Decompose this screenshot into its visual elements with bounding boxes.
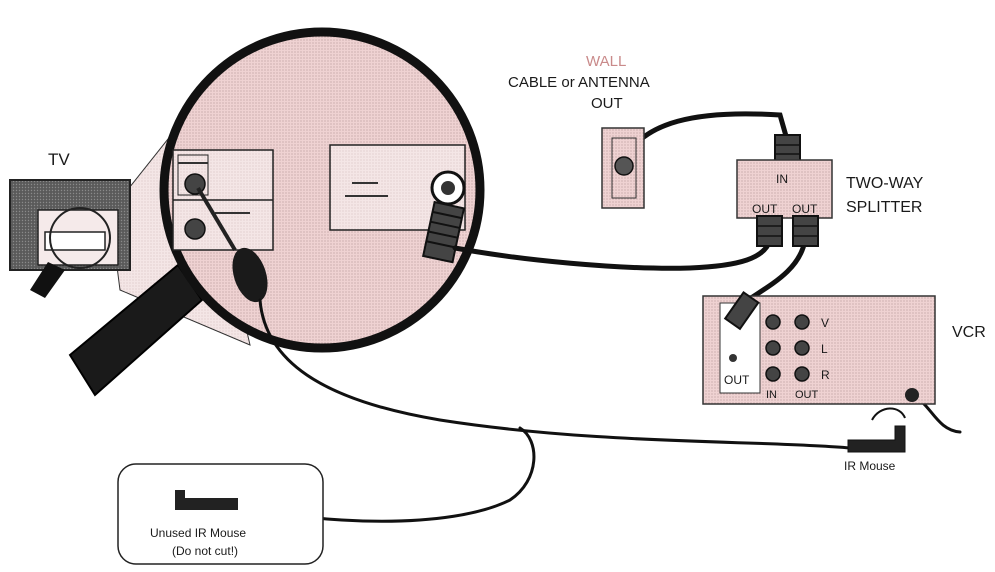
- vcr-in-label: IN: [766, 389, 777, 401]
- unused-ir-mouse-box: Unused IR Mouse (Do not cut!): [117, 463, 324, 565]
- two-way-splitter: IN OUT OUT: [736, 134, 833, 247]
- vcr-out-label: OUT: [795, 389, 819, 401]
- vcr-v-label: V: [821, 316, 829, 330]
- cable-wall-to-splitter: [619, 111, 793, 168]
- cable-antenna-label: CABLE or ANTENNA: [508, 74, 650, 91]
- ir-mouse-label: IR Mouse: [844, 459, 896, 473]
- vcr-l-label: L: [821, 342, 828, 356]
- magnified-tv-back-panel: [159, 27, 485, 353]
- two-way-label: TWO-WAY: [846, 175, 924, 192]
- tv-label: TV: [48, 150, 70, 169]
- out-label: OUT: [591, 95, 623, 112]
- vcr-label: VCR: [952, 324, 986, 341]
- cable-ir-mouse: [258, 298, 852, 450]
- splitter-label: SPLITTER: [846, 199, 922, 216]
- do-not-cut-label: (Do not cut!): [172, 544, 238, 558]
- ir-mouse: [847, 407, 906, 453]
- wall-outlet: [601, 127, 645, 209]
- splitter-out-1-label: OUT: [752, 202, 778, 216]
- vcr: V L R OUT IN OUT: [702, 290, 936, 405]
- splitter-out-2-label: OUT: [792, 202, 818, 216]
- splitter-in-label: IN: [776, 172, 788, 186]
- vcr-out-box-label: OUT: [724, 373, 750, 387]
- unused-ir-mouse-label: Unused IR Mouse: [150, 526, 246, 540]
- wall-label: WALL: [586, 53, 626, 70]
- cable-splitter-to-vcr: [745, 237, 808, 303]
- vcr-r-label: R: [821, 368, 830, 382]
- cable-tv-to-splitter: [452, 237, 773, 271]
